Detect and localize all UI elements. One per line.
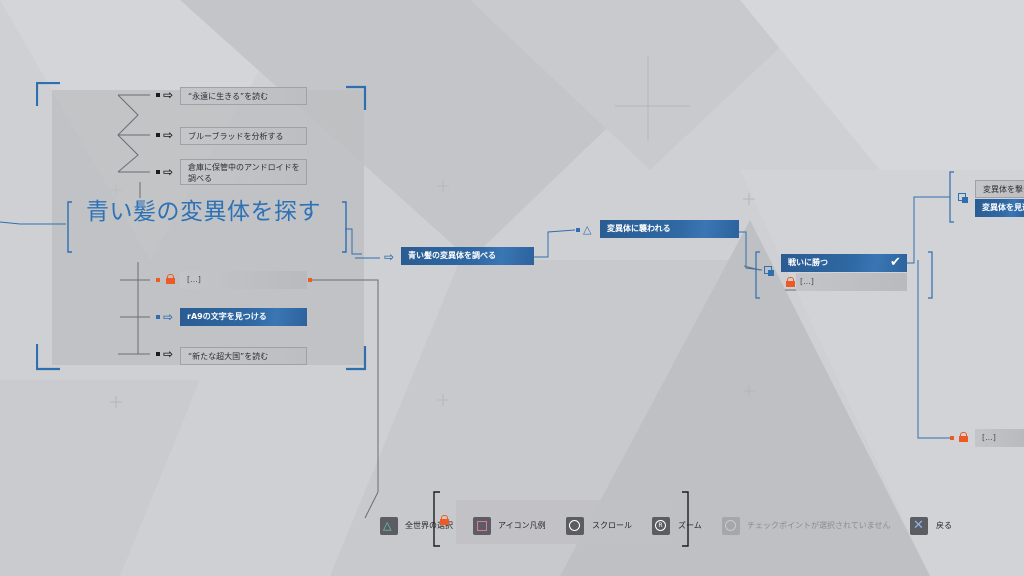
back-label[interactable]: 戻る <box>936 521 952 530</box>
arrow-right-icon: ⇨ <box>384 250 395 264</box>
checkpoint-status-label: チェックポイントが選択されていません <box>747 521 891 530</box>
connector-dot <box>156 170 160 174</box>
branch-analyze-blue-blood[interactable]: ブルーブラッドを分析する <box>180 127 307 145</box>
connector-dot <box>156 315 160 319</box>
checkmark-icon: ✔ <box>890 255 901 270</box>
branch-inspect-stored-androids[interactable]: 倉庫に保管中のアンドロイドを調べる <box>180 159 307 185</box>
cross-button-icon[interactable]: ✕ <box>910 517 928 535</box>
node-win-fight-locked[interactable]: [...] <box>796 273 907 291</box>
triangle-button-icon[interactable]: △ <box>380 517 398 535</box>
branch-locked[interactable]: [...] <box>180 271 307 289</box>
node-investigate-blue-hair[interactable]: 青い髪の変異体を調べる <box>401 247 534 265</box>
connector-dot <box>308 278 312 282</box>
icon-legend-label[interactable]: アイコン凡例 <box>498 521 546 530</box>
lock-icon <box>166 274 175 284</box>
lock-icon <box>959 432 968 442</box>
node-shoot-deviant[interactable]: 変異体を撃つ <box>975 180 1024 198</box>
node-attacked-by-deviant[interactable]: 変異体に襲われる <box>600 220 739 238</box>
connector-dot <box>950 436 954 440</box>
triangle-icon: △ <box>583 223 592 236</box>
arrow-right-icon: ⇨ <box>163 310 174 324</box>
select-all-worlds-label[interactable]: 全世界の選択 <box>405 521 453 530</box>
panel-frame <box>36 82 367 371</box>
branch-read-new-superpower[interactable]: “新たな超大国”を読む <box>180 347 307 365</box>
arrow-right-icon: ⇨ <box>163 165 174 179</box>
arrow-right-icon: ⇨ <box>163 128 174 142</box>
node-let-deviant-go[interactable]: 変異体を見逃 <box>975 199 1024 217</box>
title-brackets <box>67 201 347 253</box>
lock-icon <box>440 515 449 525</box>
lock-icon <box>786 277 795 287</box>
right-stick-icon[interactable]: R <box>652 517 670 535</box>
connector-dot <box>576 228 580 232</box>
multi-choice-icon <box>764 266 774 276</box>
arrow-right-icon: ⇨ <box>163 88 174 102</box>
branch-read-live-forever[interactable]: “永遠に生きる”を読む <box>180 87 307 105</box>
scroll-label[interactable]: スクロール <box>592 521 632 530</box>
zoom-label[interactable]: ズーム <box>678 521 702 530</box>
multi-choice-icon <box>958 193 968 203</box>
node-win-fight[interactable]: 戦いに勝つ <box>781 254 907 272</box>
node-far-right-locked[interactable]: [...] <box>975 429 1024 447</box>
connector-dot <box>156 278 160 282</box>
arrow-right-icon: ⇨ <box>163 347 174 361</box>
circle-button-icon <box>722 517 740 535</box>
square-button-icon[interactable] <box>473 517 491 535</box>
branch-find-ra9[interactable]: rA9の文字を見つける <box>180 308 307 326</box>
connector-dot <box>156 133 160 137</box>
left-stick-icon[interactable] <box>566 517 584 535</box>
objective-title: 青い髪の変異体を探す <box>86 199 321 225</box>
connector-dot <box>156 352 160 356</box>
connector-dot <box>156 93 160 97</box>
